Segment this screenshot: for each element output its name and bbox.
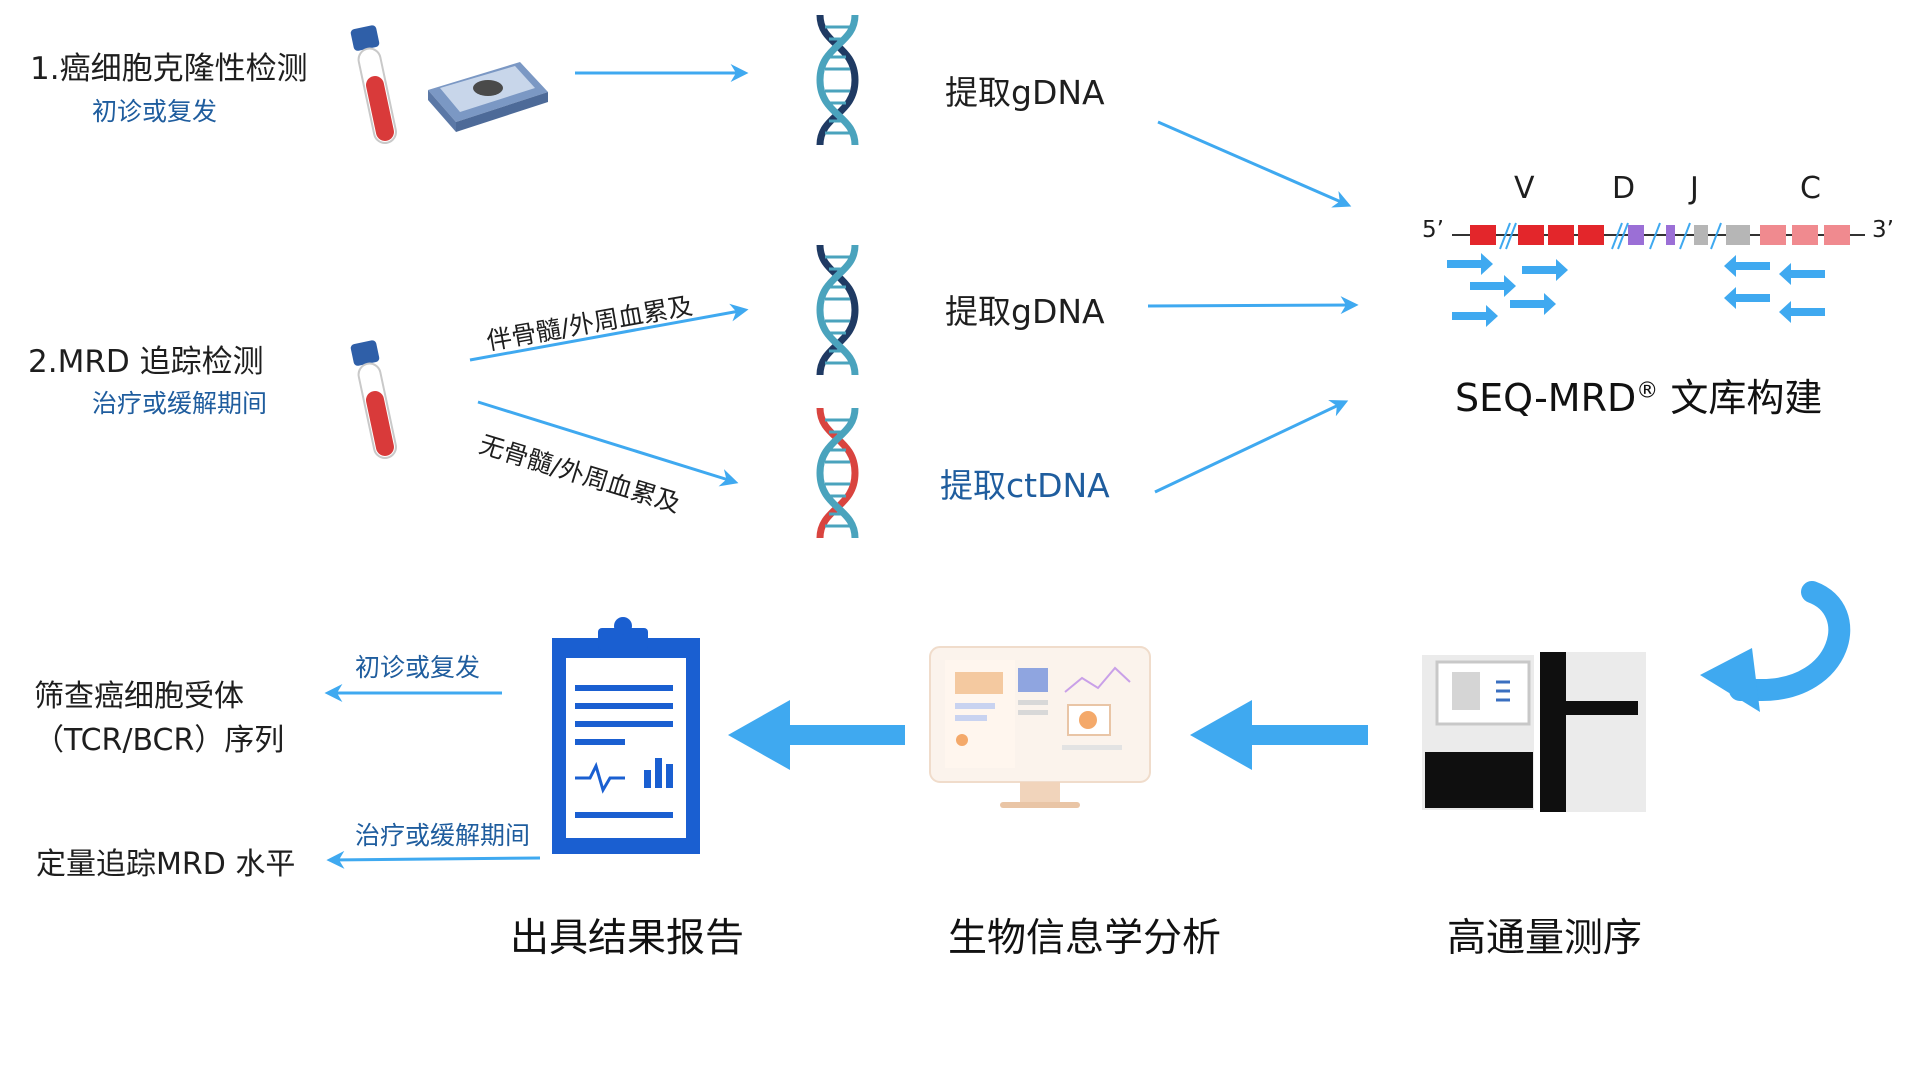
stage-bioinformatics: 生物信息学分析 bbox=[948, 916, 1222, 961]
step1-subtitle: 初诊或复发 bbox=[92, 97, 218, 126]
blood-tube-icon bbox=[350, 25, 397, 144]
arrow-to-report bbox=[728, 700, 905, 770]
c-segment bbox=[1760, 225, 1786, 245]
dna-helix-icon bbox=[816, 244, 859, 376]
prime-3-label: 3’ bbox=[1872, 217, 1894, 243]
report-clipboard-icon bbox=[552, 617, 700, 854]
output-track-condition: 治疗或缓解期间 bbox=[355, 821, 531, 850]
extract-ctdna: 提取ctDNA bbox=[940, 466, 1110, 505]
j-segment bbox=[1726, 225, 1750, 245]
c-segment bbox=[1824, 225, 1850, 245]
gene-label-d: D bbox=[1612, 171, 1636, 206]
output-screen-text: 筛查癌细胞受体 （TCR/BCR）序列 bbox=[34, 675, 284, 762]
output-track-text: 定量追踪MRD 水平 bbox=[36, 847, 296, 882]
v-segment bbox=[1470, 225, 1496, 245]
prime-5-label: 5’ bbox=[1422, 217, 1444, 243]
curved-arrow-icon bbox=[1700, 581, 1851, 712]
library-title: SEQ-MRD® 文库构建 bbox=[1455, 376, 1823, 420]
sequencer-icon bbox=[1422, 652, 1646, 812]
blood-tube-icon bbox=[350, 340, 397, 459]
step1-title: 1.癌细胞克隆性检测 bbox=[30, 51, 308, 87]
step2-title: 2.MRD 追踪检测 bbox=[28, 344, 264, 380]
monitor-icon bbox=[929, 646, 1151, 808]
output-screen-line2: （TCR/BCR）序列 bbox=[34, 722, 285, 758]
extract-gdna-2: 提取gDNA bbox=[945, 292, 1105, 331]
stage-sequencing: 高通量测序 bbox=[1447, 916, 1643, 961]
v-segment bbox=[1578, 225, 1604, 245]
primer-arrows-forward bbox=[1447, 253, 1568, 327]
j-segment bbox=[1694, 225, 1708, 245]
gene-label-c: C bbox=[1800, 171, 1821, 206]
dna-helix-icon bbox=[816, 407, 859, 539]
library-title-registered: ® bbox=[1636, 378, 1659, 404]
output-screen-line1: 筛查癌细胞受体 bbox=[34, 679, 244, 714]
output-screen-condition: 初诊或复发 bbox=[355, 653, 481, 682]
v-segment bbox=[1518, 225, 1544, 245]
extract-gdna-1: 提取gDNA bbox=[945, 73, 1105, 112]
tissue-slide-icon bbox=[428, 62, 548, 132]
stage-report: 出具结果报告 bbox=[510, 916, 745, 961]
v-segment bbox=[1548, 225, 1574, 245]
primer-arrows-reverse bbox=[1724, 255, 1825, 323]
dna-helix-icon bbox=[816, 14, 859, 146]
step2-subtitle: 治疗或缓解期间 bbox=[92, 389, 268, 418]
c-segment bbox=[1792, 225, 1818, 245]
vdj-segment-diagram bbox=[1447, 222, 1865, 327]
library-title-main: SEQ-MRD bbox=[1455, 376, 1637, 420]
library-title-suffix: 文库构建 bbox=[1658, 376, 1823, 420]
d-segment bbox=[1628, 225, 1644, 245]
arrow-to-bioinformatics bbox=[1190, 700, 1368, 770]
d-segment bbox=[1666, 225, 1675, 245]
gene-label-v: V bbox=[1514, 171, 1535, 206]
gene-label-j: J bbox=[1690, 171, 1699, 206]
